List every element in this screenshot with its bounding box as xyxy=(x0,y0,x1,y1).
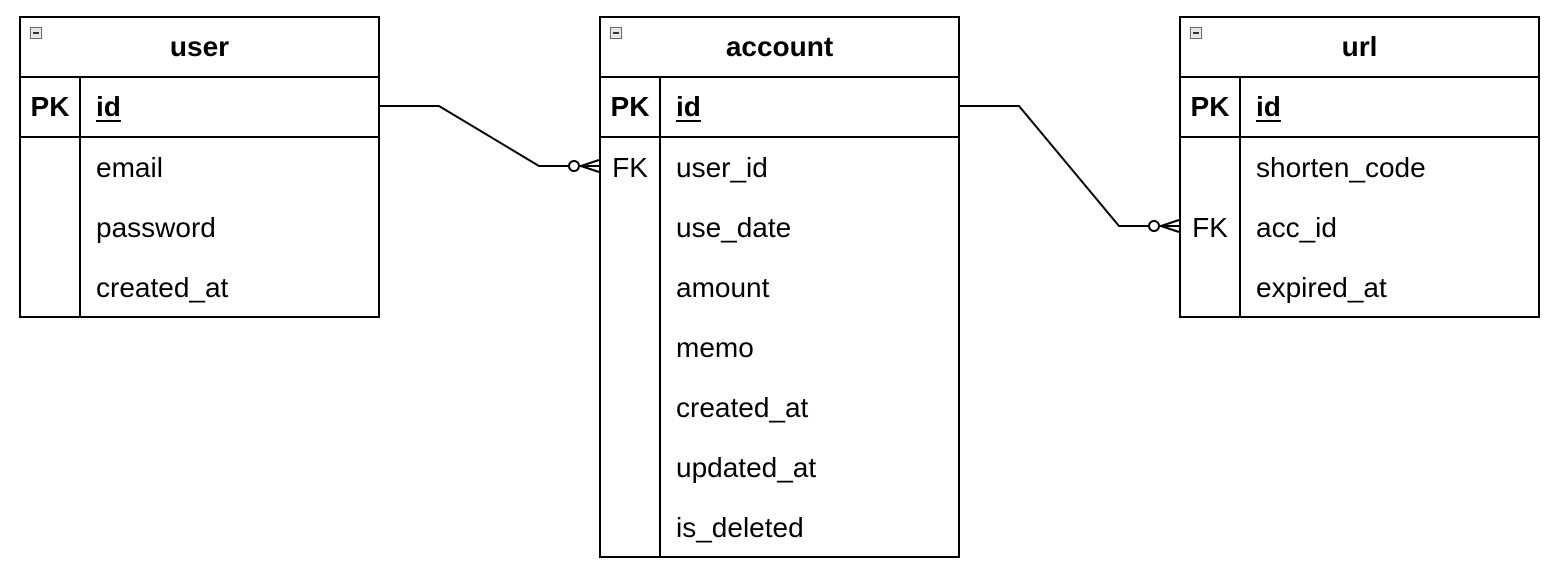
field-name: id xyxy=(1256,91,1281,122)
entity-title: url xyxy=(1341,31,1378,62)
many-crowfoot-icon xyxy=(1159,219,1180,233)
primary-key-row[interactable]: PK id xyxy=(601,78,958,138)
entity-header: url xyxy=(1181,18,1538,78)
field-name: id xyxy=(676,91,701,122)
field-name: amount xyxy=(676,272,770,303)
field-row[interactable]: memo xyxy=(661,318,958,378)
entity-header: account xyxy=(601,18,958,78)
field-row[interactable]: email xyxy=(81,138,378,198)
field-row[interactable]: amount xyxy=(661,258,958,318)
field-column: email password created_at xyxy=(81,138,378,316)
field-name: email xyxy=(96,152,163,183)
field-row[interactable]: user_id xyxy=(661,138,958,198)
field-name: is_deleted xyxy=(676,512,804,543)
key-label xyxy=(21,258,79,318)
key-label xyxy=(1181,258,1239,318)
key-label xyxy=(601,258,659,318)
entity-url[interactable]: url PK id FK shorten_code acc_id expired… xyxy=(1179,16,1540,318)
key-label xyxy=(601,198,659,258)
key-label xyxy=(601,438,659,498)
field-name: acc_id xyxy=(1256,212,1337,243)
field-name: id xyxy=(96,91,121,122)
primary-key-row[interactable]: PK id xyxy=(1181,78,1538,138)
field-name: user_id xyxy=(676,152,768,183)
key-label: PK xyxy=(21,78,81,136)
entity-account[interactable]: account PK id FK user_id use_date amount… xyxy=(599,16,960,558)
entity-title: user xyxy=(169,31,230,62)
key-column: FK xyxy=(1181,138,1241,316)
field-row[interactable]: created_at xyxy=(81,258,378,318)
field-row[interactable]: created_at xyxy=(661,378,958,438)
field-column: shorten_code acc_id expired_at xyxy=(1241,138,1538,316)
field-row[interactable]: expired_at xyxy=(1241,258,1538,318)
key-column: FK xyxy=(601,138,661,556)
key-label xyxy=(21,138,79,198)
field-row[interactable]: acc_id xyxy=(1241,198,1538,258)
field-name: expired_at xyxy=(1256,272,1387,303)
connector-line xyxy=(960,105,1148,227)
key-label: FK xyxy=(1192,212,1228,243)
many-crowfoot-icon xyxy=(579,159,600,173)
field-name: updated_at xyxy=(676,452,817,483)
key-label: FK xyxy=(612,152,648,183)
field-row[interactable]: is_deleted xyxy=(661,498,958,558)
primary-key-row[interactable]: PK id xyxy=(21,78,378,138)
field-row[interactable]: updated_at xyxy=(661,438,958,498)
field-row[interactable]: shorten_code xyxy=(1241,138,1538,198)
key-label xyxy=(601,378,659,438)
connector-line xyxy=(380,105,568,167)
field-name: use_date xyxy=(676,212,792,243)
key-label: PK xyxy=(1181,78,1241,136)
relationship-account-url xyxy=(960,105,1180,233)
key-label: PK xyxy=(601,78,661,136)
field-column: user_id use_date amount memo created_at … xyxy=(661,138,958,556)
collapse-icon[interactable] xyxy=(30,27,42,39)
field-name: created_at xyxy=(96,272,229,303)
key-label xyxy=(601,318,659,378)
entity-title: account xyxy=(725,31,834,62)
collapse-icon[interactable] xyxy=(610,27,622,39)
key-label xyxy=(601,498,659,558)
field-name: created_at xyxy=(676,392,809,423)
entity-header: user xyxy=(21,18,378,78)
field-row[interactable]: use_date xyxy=(661,198,958,258)
collapse-icon[interactable] xyxy=(1190,27,1202,39)
key-label xyxy=(21,198,79,258)
zero-cardinality-circle xyxy=(1148,220,1160,232)
field-row[interactable]: password xyxy=(81,198,378,258)
key-label xyxy=(1181,138,1239,198)
field-name: memo xyxy=(676,332,754,363)
key-column xyxy=(21,138,81,316)
zero-cardinality-circle xyxy=(568,160,580,172)
relationship-user-account xyxy=(380,105,600,173)
field-name: password xyxy=(96,212,216,243)
entity-user[interactable]: user PK id email password created_at xyxy=(19,16,380,318)
field-name: shorten_code xyxy=(1256,152,1426,183)
